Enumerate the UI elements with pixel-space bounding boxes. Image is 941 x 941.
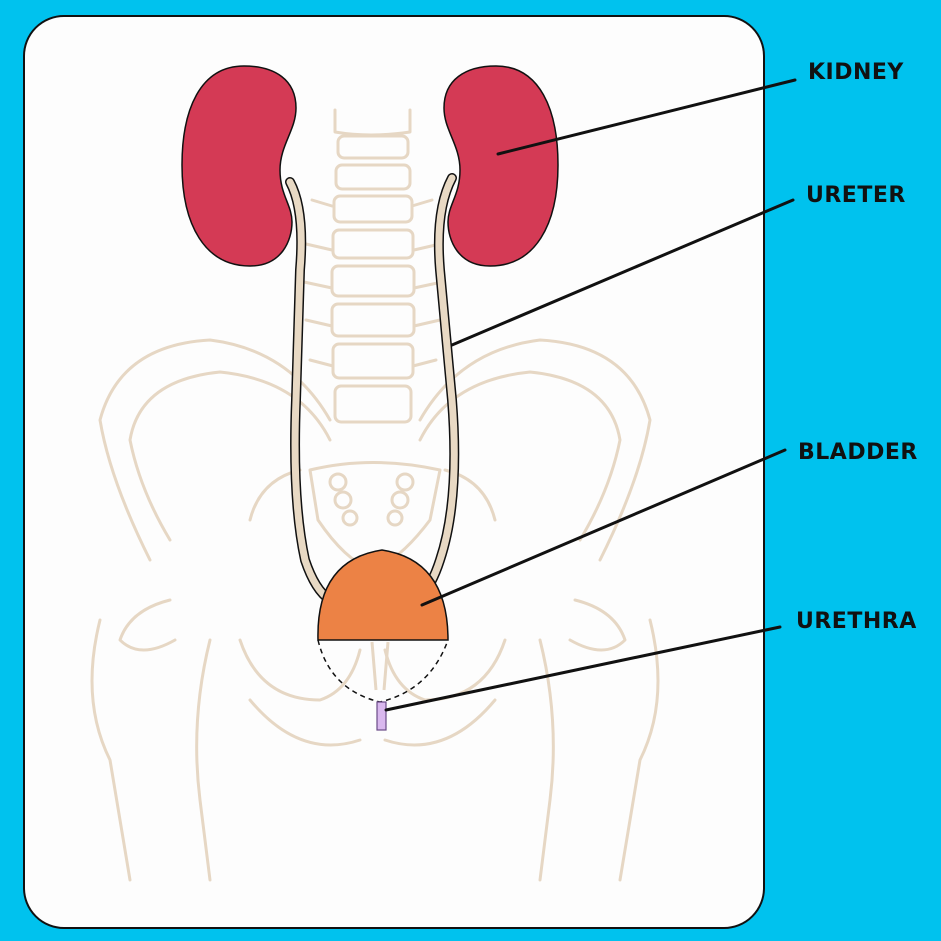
left-kidney	[182, 66, 296, 266]
panel-border	[24, 16, 764, 928]
ureter-label: URETER	[806, 183, 906, 208]
bladder-label: BLADDER	[798, 440, 918, 465]
kidney-label: KIDNEY	[808, 60, 904, 85]
urethra-label: URETHRA	[796, 609, 917, 634]
right-kidney	[444, 66, 558, 266]
urethra	[377, 702, 386, 730]
